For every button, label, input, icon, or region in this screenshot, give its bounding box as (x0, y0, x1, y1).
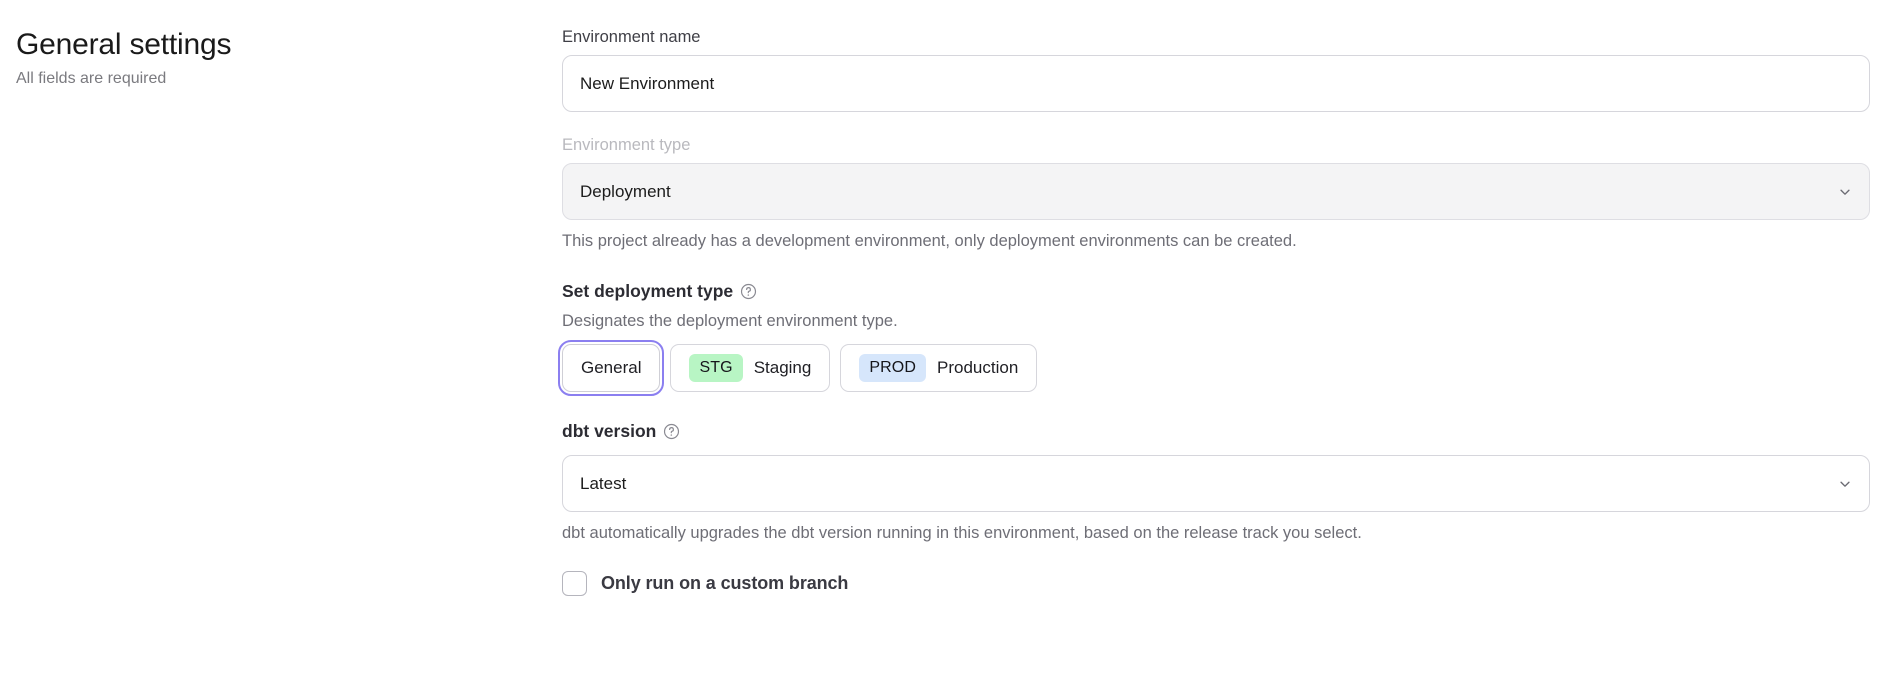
chevron-down-icon (1838, 185, 1852, 199)
page-subtitle: All fields are required (16, 68, 562, 90)
dbt-version-field-group: dbt version Latest dbt automatica (562, 419, 1870, 544)
help-circle-icon[interactable] (740, 283, 757, 300)
deployment-type-option-production[interactable]: PROD Production (840, 344, 1037, 392)
dbt-version-helper-text: dbt automatically upgrades the dbt versi… (562, 522, 1870, 544)
deployment-type-option-staging[interactable]: STG Staging (670, 344, 830, 392)
settings-form-column: Environment name New Environment Environ… (562, 18, 1890, 678)
deployment-type-option-staging-label: Staging (754, 358, 812, 378)
chevron-down-icon (1838, 477, 1852, 491)
production-badge: PROD (859, 354, 926, 382)
environment-type-field-group: Environment type Deployment This project… (562, 134, 1870, 252)
staging-badge: STG (689, 354, 742, 382)
deployment-type-field-group: Set deployment type Designates the deplo… (562, 279, 1870, 392)
deployment-type-heading-label: Set deployment type (562, 279, 733, 303)
dbt-version-heading: dbt version (562, 419, 1870, 443)
custom-branch-label: Only run on a custom branch (601, 573, 848, 594)
custom-branch-row[interactable]: Only run on a custom branch (562, 571, 1870, 596)
dbt-version-heading-label: dbt version (562, 419, 656, 443)
environment-name-label: Environment name (562, 26, 1870, 48)
dbt-version-value: Latest (580, 474, 626, 494)
help-circle-icon[interactable] (663, 423, 680, 440)
deployment-type-option-group: General STG Staging PROD Production (562, 344, 1870, 392)
page-title: General settings (16, 26, 562, 64)
custom-branch-checkbox[interactable] (562, 571, 587, 596)
dbt-version-select[interactable]: Latest (562, 455, 1870, 512)
environment-name-field-group: Environment name New Environment (562, 26, 1870, 112)
environment-type-select[interactable]: Deployment (562, 163, 1870, 220)
deployment-type-option-general[interactable]: General (562, 344, 660, 392)
environment-name-input[interactable]: New Environment (562, 55, 1870, 112)
environment-type-label: Environment type (562, 134, 1870, 156)
environment-type-helper-text: This project already has a development e… (562, 230, 1870, 252)
deployment-type-heading: Set deployment type (562, 279, 1870, 303)
deployment-type-option-production-label: Production (937, 358, 1018, 378)
environment-type-value: Deployment (580, 182, 671, 202)
deployment-type-description: Designates the deployment environment ty… (562, 310, 1870, 332)
settings-intro-column: General settings All fields are required (0, 18, 562, 678)
deployment-type-option-general-label: General (581, 358, 641, 378)
